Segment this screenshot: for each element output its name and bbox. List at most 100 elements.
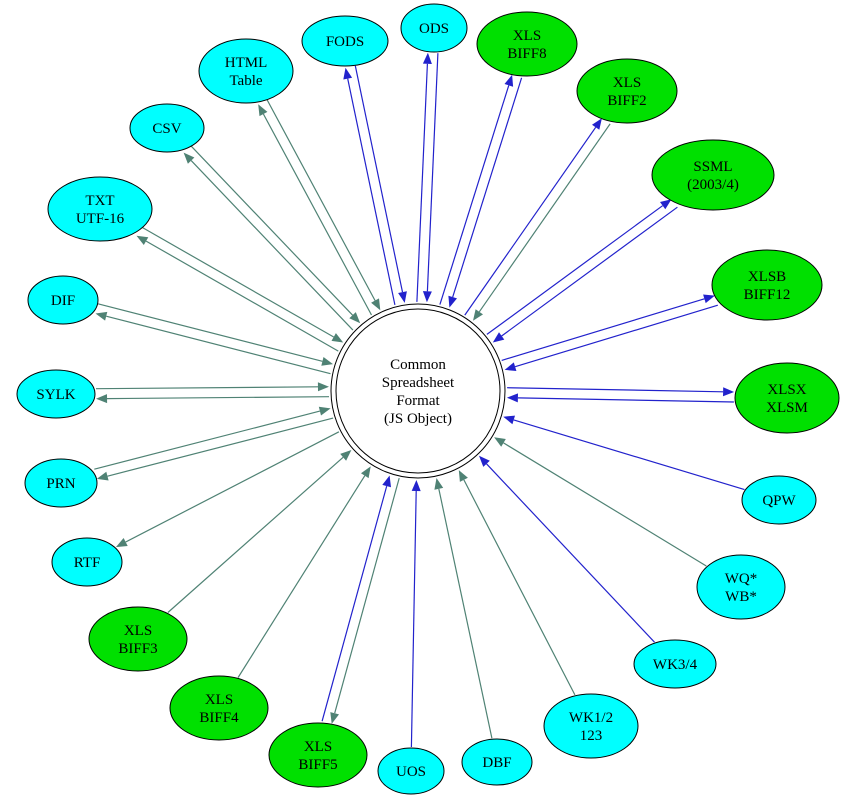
edge-arrowhead-sylk-out — [96, 394, 108, 404]
edge-arrowhead-fods-in — [398, 291, 407, 303]
node-shape-uos — [377, 747, 445, 795]
edge-wk3-4-in — [486, 463, 655, 643]
node-qpw: QPW — [741, 475, 817, 525]
node-shape-ssml — [651, 139, 775, 211]
edge-uos-in — [410, 490, 417, 748]
edge-wk1-2-123-in — [463, 479, 576, 696]
edge-csv-out — [190, 160, 354, 331]
node-label-xls-biff3: XLS — [124, 623, 152, 639]
center-inner-circle — [335, 308, 501, 474]
node-label-csv: CSV — [152, 121, 181, 137]
node-label-uos: UOS — [396, 764, 426, 780]
edge-arrowhead-dbf-in — [434, 478, 444, 490]
node-shape-xls-biff8 — [476, 11, 578, 77]
node-shape-xls-biff4 — [169, 675, 269, 741]
edge-arrowhead-txt-utf16-out — [136, 235, 149, 245]
node-label-dbf: DBF — [482, 755, 511, 771]
edge-xls-biff2-out — [464, 126, 597, 316]
node-shape-sylk — [16, 369, 96, 419]
node-shape-xlsb-biff12 — [711, 249, 823, 321]
node-label-wk3-4: WK3/4 — [653, 657, 698, 673]
edge-layer — [94, 52, 745, 748]
node-label-xls-biff3: BIFF3 — [118, 641, 157, 657]
edge-arrowhead-wk3-4-in — [479, 455, 490, 467]
edge-arrowhead-csv-out — [183, 152, 195, 164]
node-label-wq-wb: WB* — [725, 589, 757, 605]
node-shape-xls-biff5 — [268, 722, 368, 788]
center-outer-circle — [330, 303, 506, 479]
edge-ods-out — [416, 63, 428, 302]
node-fods: FODS — [301, 15, 389, 67]
node-label-ssml: SSML — [693, 159, 732, 175]
node-label-html-table: Table — [229, 73, 262, 89]
center-label-line: Spreadsheet — [382, 375, 455, 391]
edge-txt-utf16-in — [141, 226, 334, 338]
edge-arrowhead-xlsb-biff12-in — [504, 362, 517, 371]
edge-arrowhead-dif-out — [95, 311, 108, 321]
edge-ssml-in — [501, 206, 678, 337]
edge-arrowhead-prn-out — [96, 471, 109, 481]
node-shape-xls-biff3 — [88, 606, 188, 672]
node-ods: ODS — [400, 3, 468, 53]
edge-arrowhead-xls-biff5-out — [330, 712, 339, 724]
node-shape-wk1-2-123 — [543, 693, 639, 759]
edge-dif-out — [106, 315, 331, 375]
edge-dbf-in — [438, 488, 493, 739]
edge-arrowhead-uos-in — [411, 480, 421, 492]
edge-html-table-in — [266, 99, 376, 301]
node-shape-xlsx-xlsm — [734, 362, 840, 434]
edge-arrowhead-xlsx-xlsm-out — [723, 387, 735, 397]
node-csv: CSV — [129, 103, 205, 153]
edge-xlsb-biff12-in — [514, 304, 718, 368]
node-shape-dif — [27, 275, 99, 325]
node-shape-rtf — [51, 537, 123, 587]
node-label-xls-biff2: BIFF2 — [607, 93, 646, 109]
node-label-xlsx-xlsm: XLSM — [766, 400, 808, 416]
node-shape-wq-wb — [696, 554, 786, 620]
edge-arrowhead-xls-biff3-in — [340, 450, 352, 461]
node-wk3-4: WK3/4 — [633, 639, 717, 689]
node-uos: UOS — [377, 747, 445, 795]
edge-arrowhead-xls-biff2-in — [473, 309, 483, 321]
edge-ssml-out — [486, 205, 663, 335]
node-shape-prn — [24, 458, 98, 508]
edge-arrowhead-qpw-in — [503, 415, 515, 425]
node-label-wq-wb: WQ* — [725, 571, 758, 587]
node-label-xls-biff5: XLS — [304, 739, 332, 755]
edge-sylk-in — [95, 386, 319, 390]
edge-sylk-out — [106, 396, 330, 400]
node-dbf: DBF — [461, 738, 533, 786]
edge-arrowhead-wk1-2-123-in — [458, 470, 468, 482]
center-label-line: (JS Object) — [384, 411, 452, 427]
edge-prn-out — [107, 417, 334, 477]
node-label-ods: ODS — [419, 21, 449, 37]
node-label-xlsb-biff12: BIFF12 — [744, 287, 791, 303]
center-label-line: Format — [396, 393, 440, 409]
edge-fods-out — [347, 78, 396, 306]
edge-arrowhead-xlsb-biff12-out — [703, 294, 715, 304]
node-label-xls-biff2: XLS — [613, 75, 641, 91]
edge-arrowhead-ods-out — [422, 52, 432, 64]
node-label-xls-biff4: BIFF4 — [199, 710, 239, 726]
edge-arrowhead-xlsx-xlsm-in — [506, 393, 518, 403]
node-shape-xls-biff2 — [576, 58, 678, 124]
edge-arrowhead-ods-in — [422, 291, 432, 303]
edge-arrowhead-csv-in — [349, 312, 361, 324]
edge-arrowhead-sylk-in — [317, 382, 329, 392]
edge-wq-wb-in — [503, 442, 707, 567]
node-dif: DIF — [27, 275, 99, 325]
edge-xls-biff5-in — [321, 485, 388, 722]
edge-rtf-out — [125, 431, 340, 543]
edge-xls-biff8-out — [439, 85, 510, 305]
edge-qpw-in — [513, 419, 745, 491]
edge-fods-in — [354, 65, 404, 293]
edge-xls-biff5-out — [334, 477, 400, 714]
